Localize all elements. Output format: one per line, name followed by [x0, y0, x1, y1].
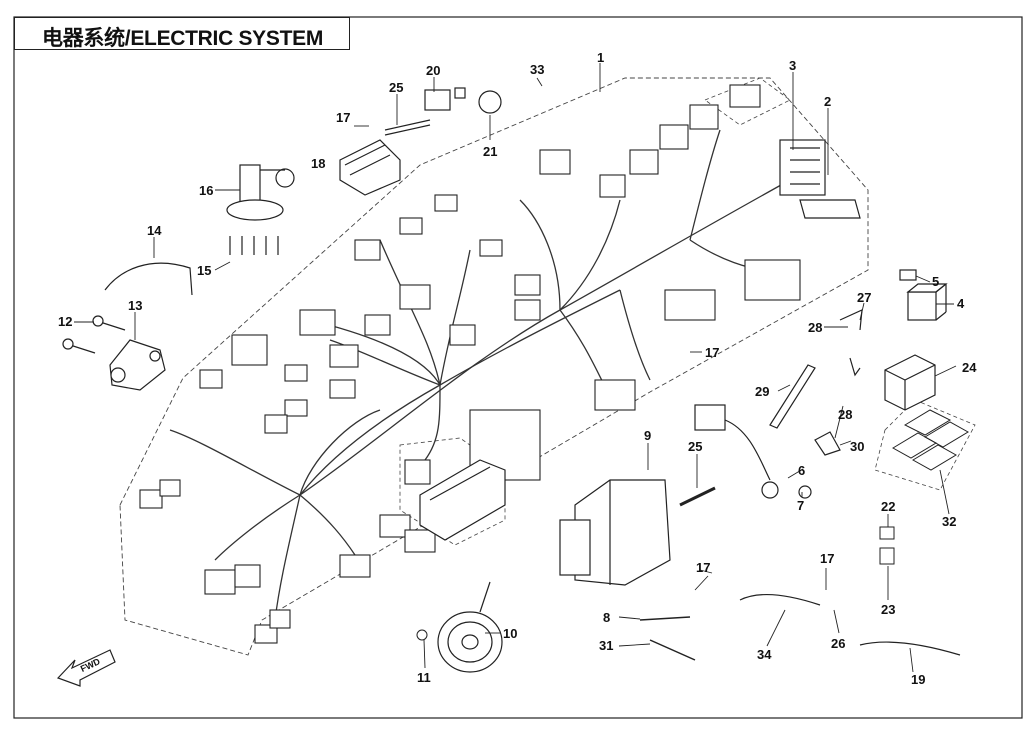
callout-28-lower: 28 [838, 407, 852, 422]
callout-21: 21 [483, 144, 497, 159]
callout-labels: 1 2 3 4 5 6 7 8 9 10 11 12 13 14 15 16 1… [58, 50, 977, 687]
callout-11: 11 [417, 670, 431, 685]
cable-19 [859, 641, 961, 656]
callout-31: 31 [599, 638, 613, 653]
tie-25 [679, 486, 716, 507]
bolt-8 [639, 616, 691, 621]
bolt-11 [416, 629, 428, 641]
callout-32: 32 [942, 514, 956, 529]
callout-22: 22 [881, 499, 895, 514]
callout-25-tie: 25 [688, 439, 702, 454]
callout-26: 26 [831, 636, 845, 651]
callout-17-harness: 17 [705, 345, 719, 360]
callout-15: 15 [197, 263, 211, 278]
callout-20: 20 [426, 63, 440, 78]
battery [884, 354, 936, 411]
callout-16: 16 [199, 183, 213, 198]
callout-3: 3 [789, 58, 796, 73]
callout-27: 27 [857, 290, 871, 305]
fuel-pump [226, 164, 295, 255]
callout-14: 14 [147, 223, 162, 238]
callout-7: 7 [797, 498, 804, 513]
speed-sensor [62, 315, 166, 391]
callout-9: 9 [644, 428, 651, 443]
battery-pad [892, 409, 969, 471]
fuse-holder [879, 547, 895, 565]
wiring-harness [169, 129, 791, 621]
callout-17-regulator: 17 [336, 110, 350, 125]
callout-8: 8 [603, 610, 610, 625]
fuse-box [779, 139, 861, 219]
callout-34: 34 [757, 647, 772, 662]
callout-29: 29 [755, 384, 769, 399]
callout-30: 30 [850, 439, 864, 454]
ignition-switch [424, 87, 502, 114]
callout-23: 23 [881, 602, 895, 617]
callout-5: 5 [932, 274, 939, 289]
callout-24: 24 [962, 360, 977, 375]
callout-12: 12 [58, 314, 72, 329]
relay [899, 269, 948, 321]
sensor-cable [104, 262, 193, 296]
title-box [14, 17, 350, 50]
harness-group-boundary [119, 77, 869, 656]
callout-2: 2 [824, 94, 831, 109]
fwd-arrow [56, 649, 116, 687]
leader-lines [74, 63, 957, 673]
callout-10: 10 [503, 626, 517, 641]
control-unit [559, 479, 671, 586]
horn [437, 581, 503, 673]
fuse-cap [879, 526, 895, 540]
voltage-regulator [339, 119, 431, 196]
harness-connectors [139, 84, 801, 644]
callout-1: 1 [597, 50, 604, 65]
callout-33: 33 [530, 62, 544, 77]
callout-17-cable: 17 [820, 551, 834, 566]
callout-13: 13 [128, 298, 142, 313]
cable-tie-31 [649, 639, 696, 661]
callout-19: 19 [911, 672, 925, 687]
callout-18: 18 [311, 156, 325, 171]
page-title: 电器系统/ELECTRIC SYSTEM [42, 27, 324, 50]
callout-25-regulator: 25 [389, 80, 403, 95]
cable-34 [739, 593, 821, 606]
sensor-assembly [694, 404, 812, 499]
callout-17-ecu: 17 [696, 560, 710, 575]
callout-4: 4 [957, 296, 965, 311]
callout-6: 6 [798, 463, 805, 478]
callout-28-upper: 28 [808, 320, 822, 335]
ecu-module [419, 459, 506, 541]
